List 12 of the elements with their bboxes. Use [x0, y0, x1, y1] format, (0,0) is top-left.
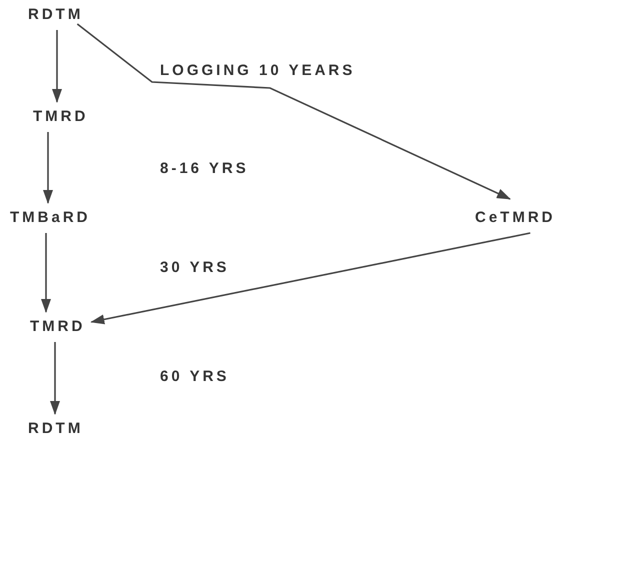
node-label: RDTM — [28, 6, 84, 24]
arrow — [41, 233, 51, 313]
node-label: TMRD — [33, 108, 88, 126]
arrow — [50, 342, 60, 415]
node-label: TMRD — [30, 318, 86, 336]
arrow — [52, 30, 62, 103]
node-label: TMBaRD — [10, 209, 90, 227]
arrow — [43, 132, 53, 204]
node-label: RDTM — [28, 420, 84, 438]
arrow — [90, 232, 530, 324]
node-label: CeTMRD — [475, 209, 556, 227]
arrow — [76, 23, 511, 200]
